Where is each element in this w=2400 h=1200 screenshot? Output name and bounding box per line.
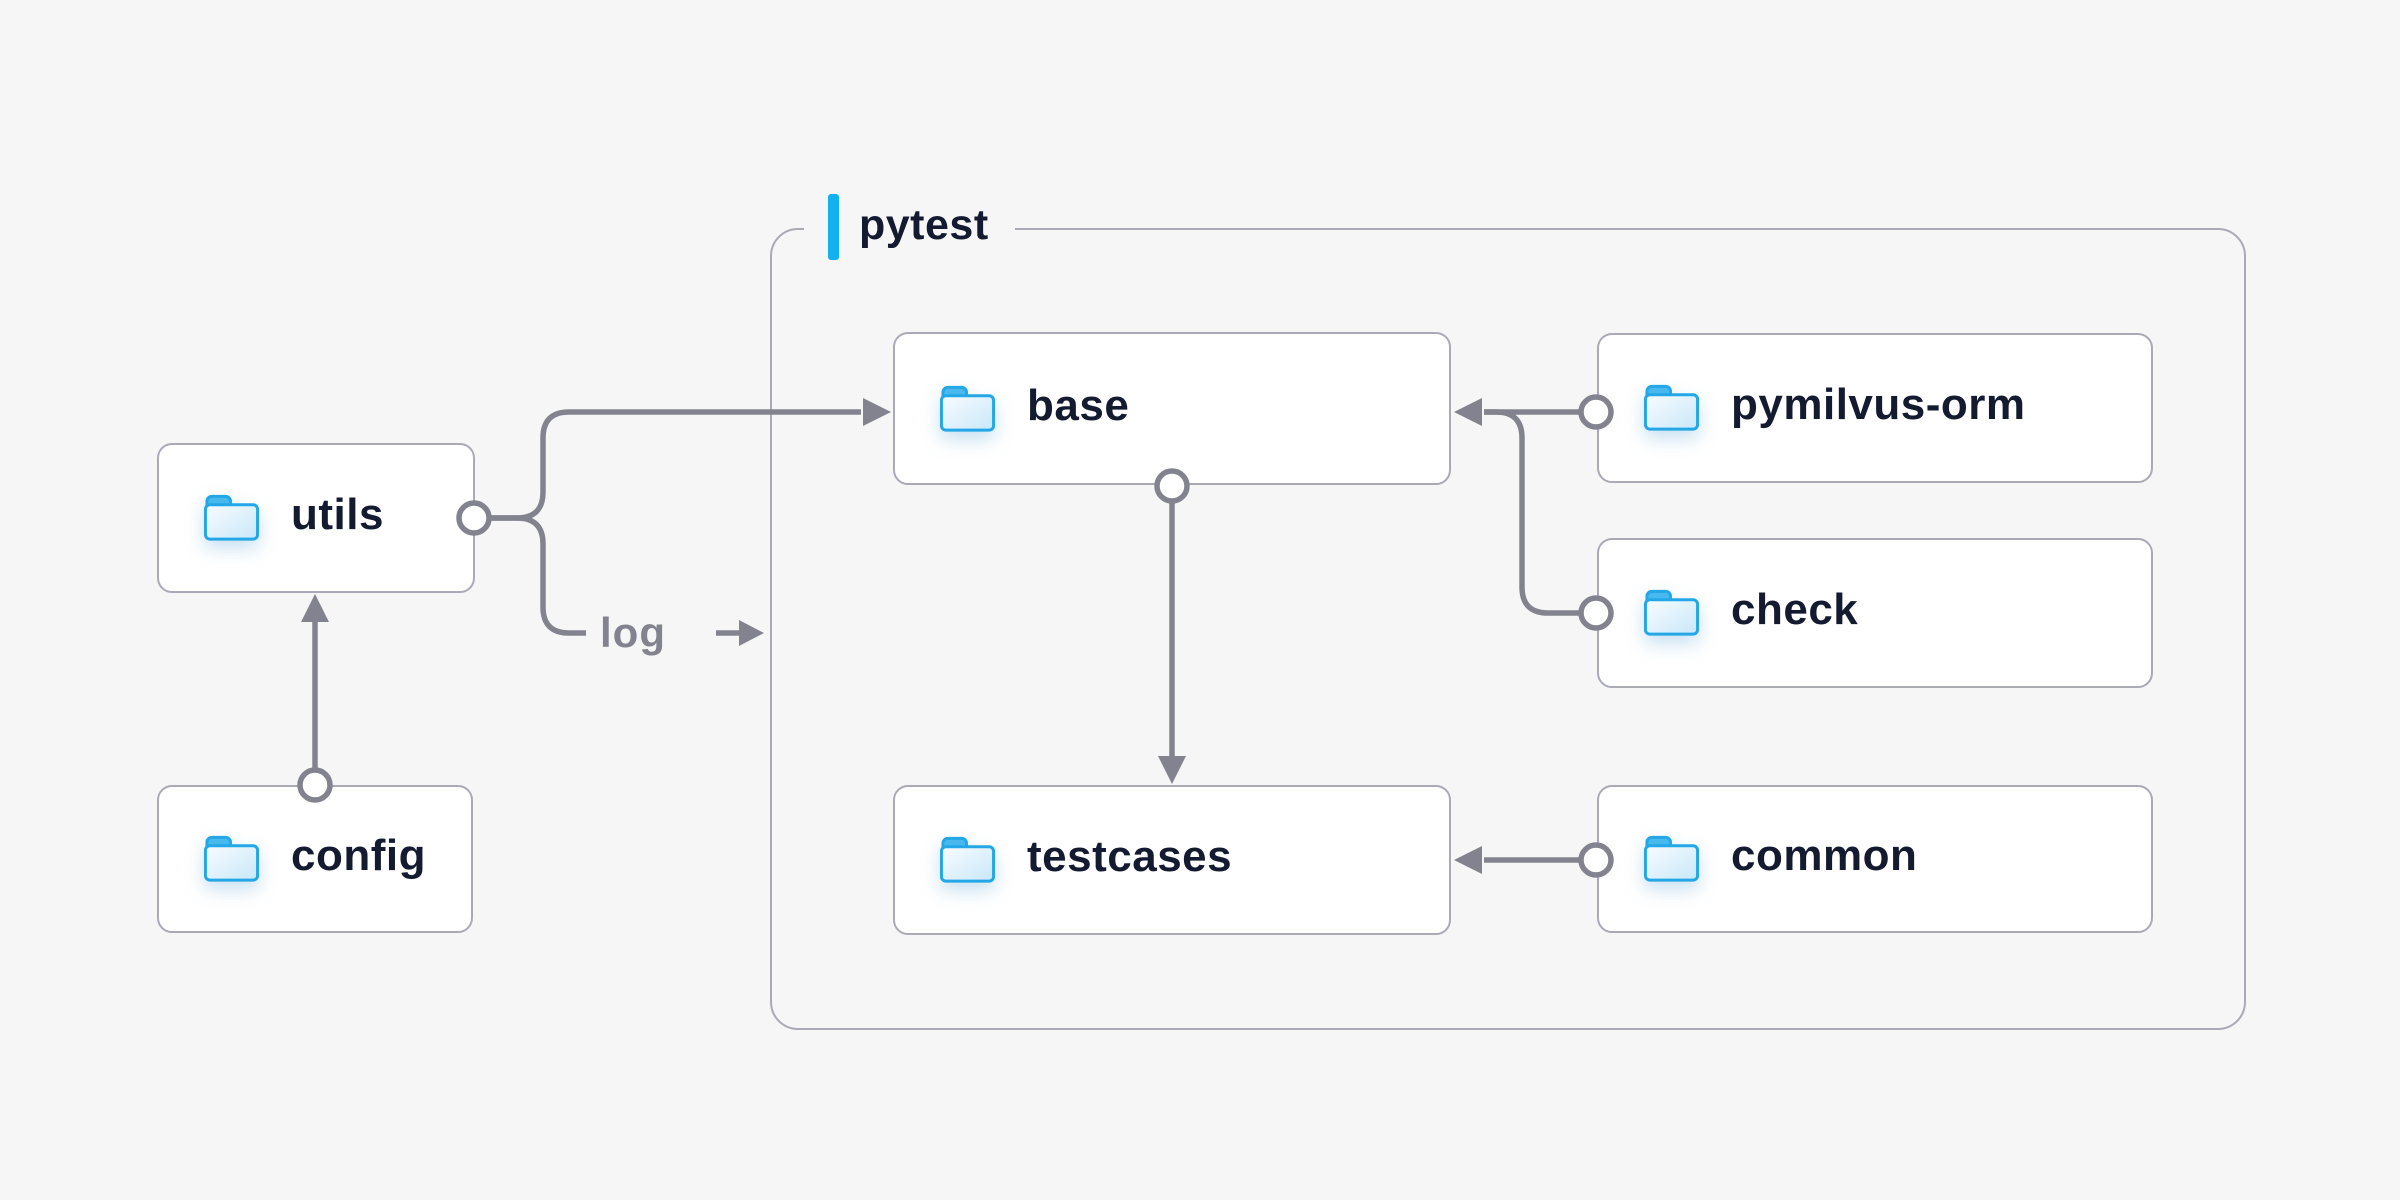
node-label: config (291, 831, 426, 880)
node-base[interactable]: base (893, 332, 1451, 485)
node-check[interactable]: check (1597, 538, 2153, 688)
folder-icon (1643, 588, 1700, 638)
folder-icon (1643, 834, 1700, 884)
folder-icon (939, 384, 996, 434)
pytest-group-container (770, 228, 2246, 1030)
folder-icon (203, 493, 260, 543)
arrowhead-right-icon (739, 620, 764, 646)
node-label: common (1731, 831, 1918, 880)
node-common[interactable]: common (1597, 785, 2153, 933)
node-testcases[interactable]: testcases (893, 785, 1451, 935)
pytest-group-label: pytest (804, 192, 1015, 262)
group-title: pytest (859, 200, 989, 249)
folder-icon (203, 834, 260, 884)
edge-config-to-utils (297, 594, 333, 803)
node-label: pymilvus-orm (1731, 380, 2026, 429)
accent-bar (828, 194, 839, 260)
node-label: testcases (1027, 832, 1233, 881)
node-pymilvus-orm[interactable]: pymilvus-orm (1597, 333, 2153, 483)
folder-icon (939, 835, 996, 885)
node-config[interactable]: config (157, 785, 473, 933)
node-label: base (1027, 380, 1130, 430)
node-utils[interactable]: utils (157, 443, 475, 593)
folder-icon (1643, 383, 1700, 433)
node-label: utils (291, 490, 384, 539)
node-label: check (1731, 585, 1859, 634)
log-edge-label: log (600, 609, 666, 656)
arrowhead-up-icon (301, 594, 329, 622)
